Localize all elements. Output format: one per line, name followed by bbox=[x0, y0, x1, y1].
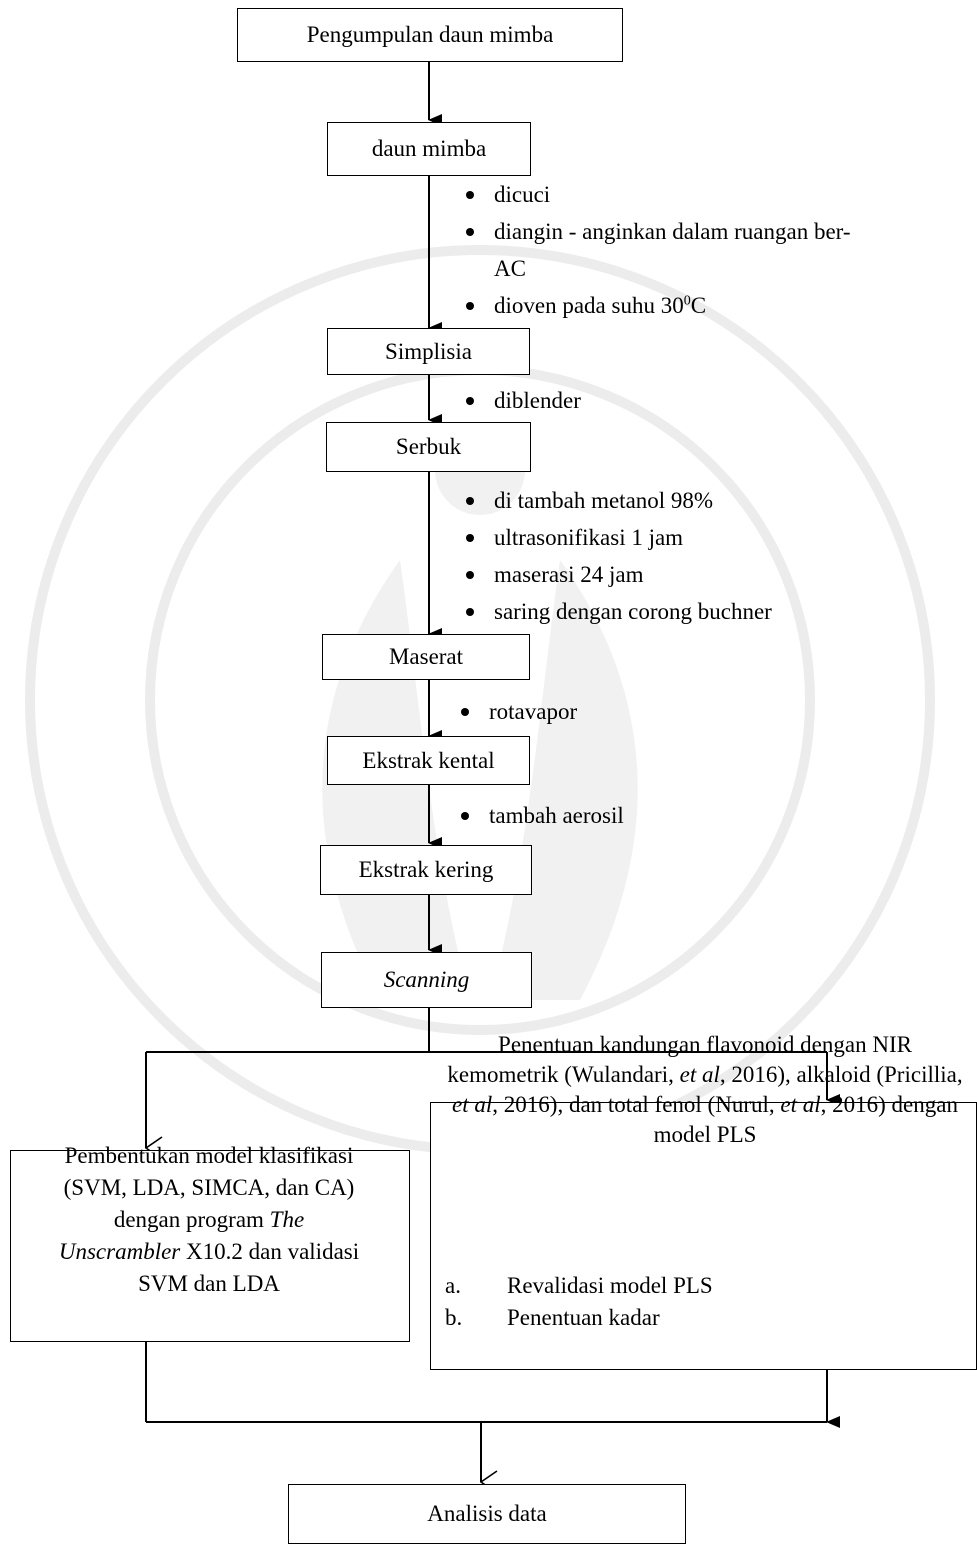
pen-italic: et al bbox=[780, 1092, 821, 1117]
penentuan-text: Penentuan kandungan flavonoid dengan NIR… bbox=[440, 1030, 970, 1150]
branch-line bbox=[146, 1008, 827, 1053]
notes-serbuk: di tambah metanol 98% ultrasonifikasi 1 … bbox=[460, 482, 880, 630]
notes-maserat: rotavapor bbox=[455, 693, 755, 730]
step-simplisia: Simplisia bbox=[327, 328, 530, 375]
step-maserat: Maserat bbox=[322, 634, 530, 680]
note-item: di tambah metanol 98% bbox=[460, 482, 880, 519]
klas-line: (SVM, LDA, SIMCA, dan CA) bbox=[63, 1175, 355, 1200]
list-text: Penentuan kadar bbox=[507, 1305, 660, 1330]
list-item: a. Revalidasi model PLS bbox=[445, 1270, 945, 1302]
box-penentuan bbox=[430, 1102, 977, 1370]
step-daun-mimba: daun mimba bbox=[327, 122, 531, 176]
note-item: tambah aerosil bbox=[455, 797, 755, 834]
step-daun-mimba-label: daun mimba bbox=[371, 136, 487, 162]
penentuan-list: a. Revalidasi model PLS b. Penentuan kad… bbox=[445, 1270, 945, 1334]
note-item: maserasi 24 jam bbox=[460, 556, 880, 593]
klas-fragment: dengan program bbox=[113, 1207, 270, 1232]
list-marker: b. bbox=[445, 1305, 463, 1330]
list-text: Revalidasi model PLS bbox=[507, 1273, 713, 1298]
notes-simplisia: diblender bbox=[460, 382, 760, 419]
step-scanning-label: Scanning bbox=[383, 967, 470, 993]
pen-italic: et al bbox=[452, 1092, 493, 1117]
step-analisis-data: Analisis data bbox=[288, 1484, 686, 1544]
step-pengumpulan-label: Pengumpulan daun mimba bbox=[306, 22, 554, 48]
note-oven-unit: C bbox=[690, 293, 707, 318]
step-ekstrak-kering: Ekstrak kering bbox=[320, 845, 532, 895]
step-analisis-data-label: Analisis data bbox=[427, 1501, 547, 1527]
step-ekstrak-kental: Ekstrak kental bbox=[327, 736, 530, 785]
pen-fragment: , 2016), dan total fenol (Nurul, bbox=[492, 1092, 781, 1117]
note-item: dicuci bbox=[460, 176, 880, 213]
notes-ekstrak-kental: tambah aerosil bbox=[455, 797, 755, 834]
step-serbuk: Serbuk bbox=[326, 422, 531, 472]
note-item: diblender bbox=[460, 382, 760, 419]
notes-daun-mimba: dicuci diangin - anginkan dalam ruangan … bbox=[460, 176, 880, 324]
note-item: saring dengan corong buchner bbox=[460, 593, 880, 630]
step-ekstrak-kental-label: Ekstrak kental bbox=[362, 747, 495, 773]
step-pengumpulan: Pengumpulan daun mimba bbox=[237, 8, 623, 62]
klas-italic: Unscrambler bbox=[58, 1239, 181, 1264]
klas-line: dengan program The bbox=[14, 1204, 404, 1236]
pen-italic: et al bbox=[679, 1062, 720, 1087]
klas-line: Pembentukan model klasifikasi bbox=[64, 1143, 354, 1168]
klas-line: SVM dan LDA bbox=[138, 1271, 280, 1296]
klas-line: Unscrambler X10.2 dan validasi bbox=[14, 1236, 404, 1268]
note-item: diangin - anginkan dalam ruangan ber-AC bbox=[460, 213, 880, 287]
step-ekstrak-kering-label: Ekstrak kering bbox=[358, 857, 494, 883]
step-serbuk-label: Serbuk bbox=[395, 434, 462, 460]
note-oven-text: dioven pada suhu 30 bbox=[494, 293, 684, 318]
list-item: b. Penentuan kadar bbox=[445, 1302, 945, 1334]
klas-italic: The bbox=[269, 1207, 305, 1232]
pen-fragment: Penentuan kandungan flavonoid dengan NIR… bbox=[447, 1032, 912, 1087]
pen-fragment: , 2016) dengan model PLS bbox=[653, 1092, 958, 1147]
klas-fragment: X10.2 dan validasi bbox=[180, 1239, 360, 1264]
list-marker: a. bbox=[445, 1273, 461, 1298]
klasifikasi-text: Pembentukan model klasifikasi (SVM, LDA,… bbox=[14, 1140, 404, 1300]
note-oven-sup: 0 bbox=[683, 293, 691, 309]
step-simplisia-label: Simplisia bbox=[385, 338, 472, 364]
note-item: ultrasonifikasi 1 jam bbox=[460, 519, 880, 556]
box-klasifikasi bbox=[10, 1150, 410, 1342]
note-item: dioven pada suhu 300C bbox=[460, 287, 880, 324]
step-scanning: Scanning bbox=[321, 952, 532, 1008]
note-item: rotavapor bbox=[455, 693, 755, 730]
step-maserat-label: Maserat bbox=[388, 644, 464, 670]
pen-fragment: , 2016), alkaloid (Pricillia, bbox=[719, 1062, 963, 1087]
